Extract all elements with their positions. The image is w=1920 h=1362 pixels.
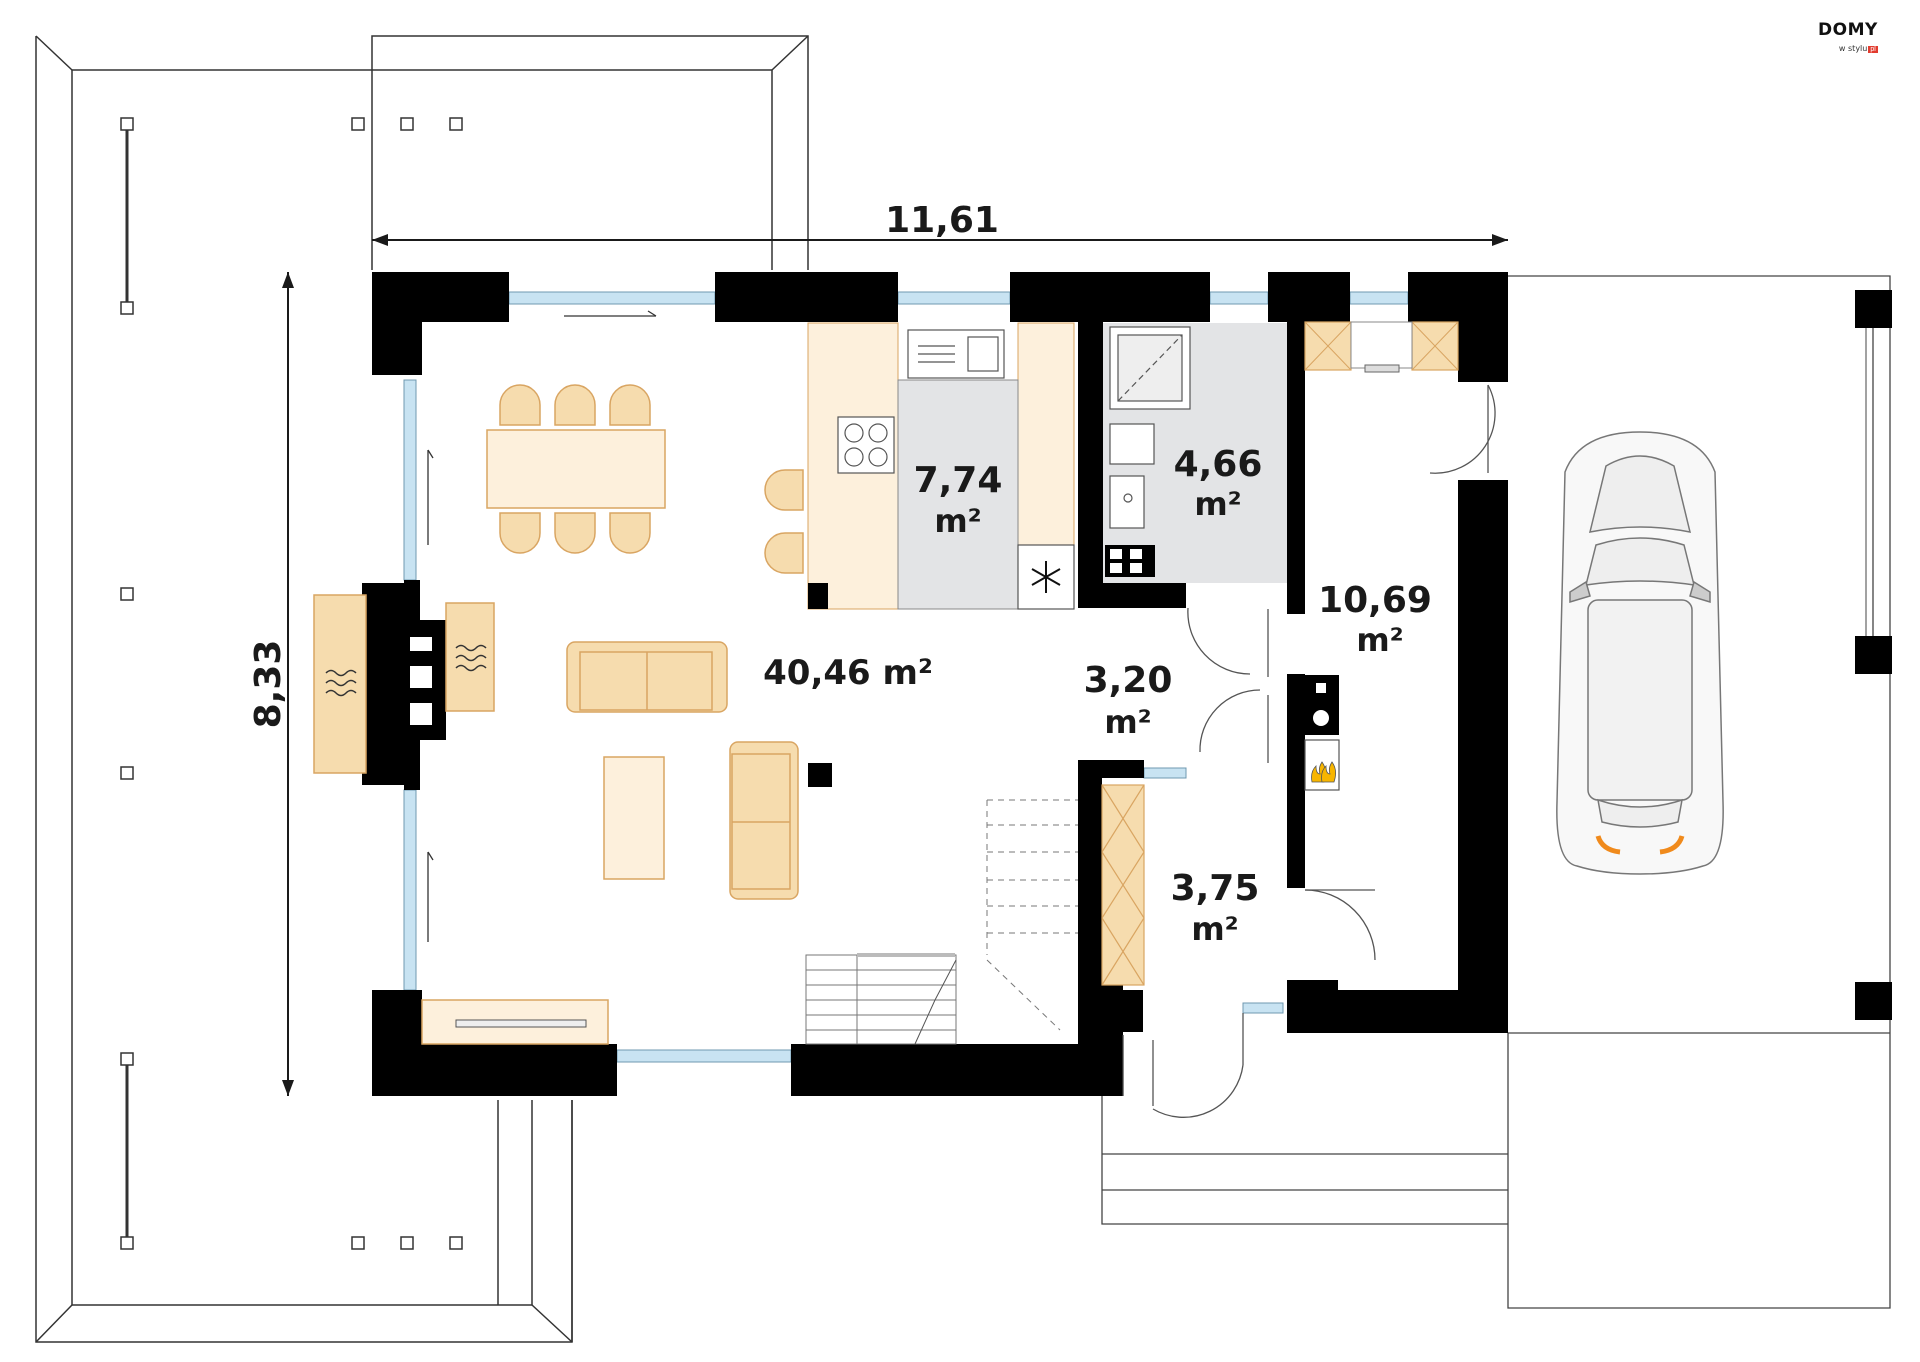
width-label: 11,61 <box>885 200 999 241</box>
dining-table <box>486 429 666 509</box>
bathroom-fixtures <box>1105 326 1191 577</box>
chair <box>554 384 596 426</box>
door-swing <box>1187 607 1251 675</box>
kitchen-grey-floor <box>897 379 1019 610</box>
bathroom-area: 4,66 <box>1174 444 1263 485</box>
kitchen-side-counter <box>1017 322 1075 546</box>
cooktop <box>837 416 895 474</box>
garage-room-area: 10,69 <box>1318 580 1432 621</box>
door-swing <box>1304 889 1376 961</box>
furniture-living <box>421 384 832 1045</box>
walls <box>362 272 1508 1096</box>
carport <box>1507 275 1892 1309</box>
bathroom-area-unit: m² <box>1194 485 1241 523</box>
chair <box>609 512 651 554</box>
logo-text: DOMY <box>1818 20 1878 40</box>
living-room-area: 40,46 m² <box>763 653 933 693</box>
entrance-steps <box>1101 1035 1508 1225</box>
depth-label: 8,33 <box>248 640 289 729</box>
flame-icon <box>1311 761 1336 783</box>
dimension-width: 11,61 <box>372 200 1508 246</box>
door-swing <box>1429 384 1496 474</box>
chair <box>499 384 541 426</box>
door-swing <box>1199 689 1261 753</box>
chair <box>554 512 596 554</box>
door-swing <box>1152 1064 1244 1118</box>
room-labels: 40,46 m² 7,74 m² 4,66 m² 10,69 m² 3,20 m… <box>763 444 1432 948</box>
car <box>1556 431 1724 875</box>
bar-stool <box>764 469 804 511</box>
chair <box>609 384 651 426</box>
heat-icon <box>325 644 487 697</box>
snowflake-icon <box>1031 561 1061 593</box>
chair <box>499 512 541 554</box>
logo-subtext: w stylu <box>1838 44 1868 53</box>
bar-stool <box>764 532 804 574</box>
dimension-depth: 8,33 <box>248 272 294 1096</box>
garage-room-fixtures <box>1304 321 1459 791</box>
fireplace-left-panel <box>313 594 367 774</box>
garage-room-area-unit: m² <box>1356 621 1403 659</box>
coffee-table <box>603 756 665 880</box>
doors <box>427 310 1496 1118</box>
hall-area: 3,20 <box>1084 660 1173 701</box>
fireplace-right-panel <box>445 602 495 712</box>
vestibule-area: 3,75 <box>1171 868 1260 909</box>
fireplace <box>313 594 495 774</box>
washbasin <box>1109 423 1155 465</box>
vestibule-area-unit: m² <box>1191 910 1238 948</box>
kitchen-fixtures <box>837 329 1075 610</box>
hall-area-unit: m² <box>1104 703 1151 741</box>
terrace <box>35 35 809 1343</box>
kitchen-area-unit: m² <box>934 502 981 540</box>
kitchen-area: 7,74 <box>914 460 1003 501</box>
staircase <box>805 784 1145 1045</box>
logo-badge: pl <box>1868 46 1878 53</box>
